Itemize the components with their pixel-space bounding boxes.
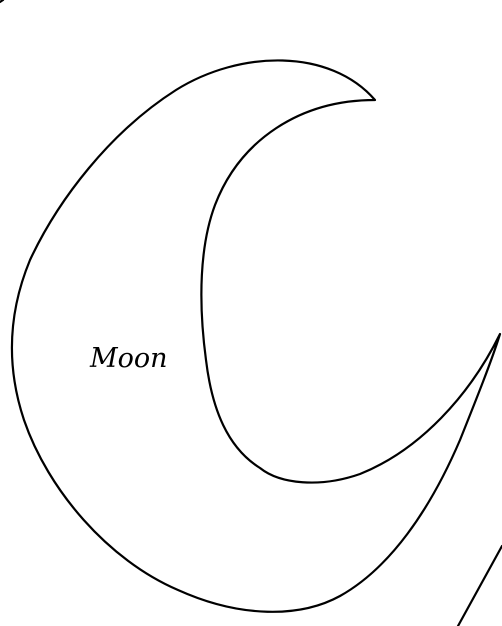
moon-label: Moon: [89, 343, 168, 374]
diagonal-edge-line: [458, 546, 502, 626]
corner-mark: [0, 0, 3, 2]
moon-crescent-outline: [12, 60, 500, 611]
